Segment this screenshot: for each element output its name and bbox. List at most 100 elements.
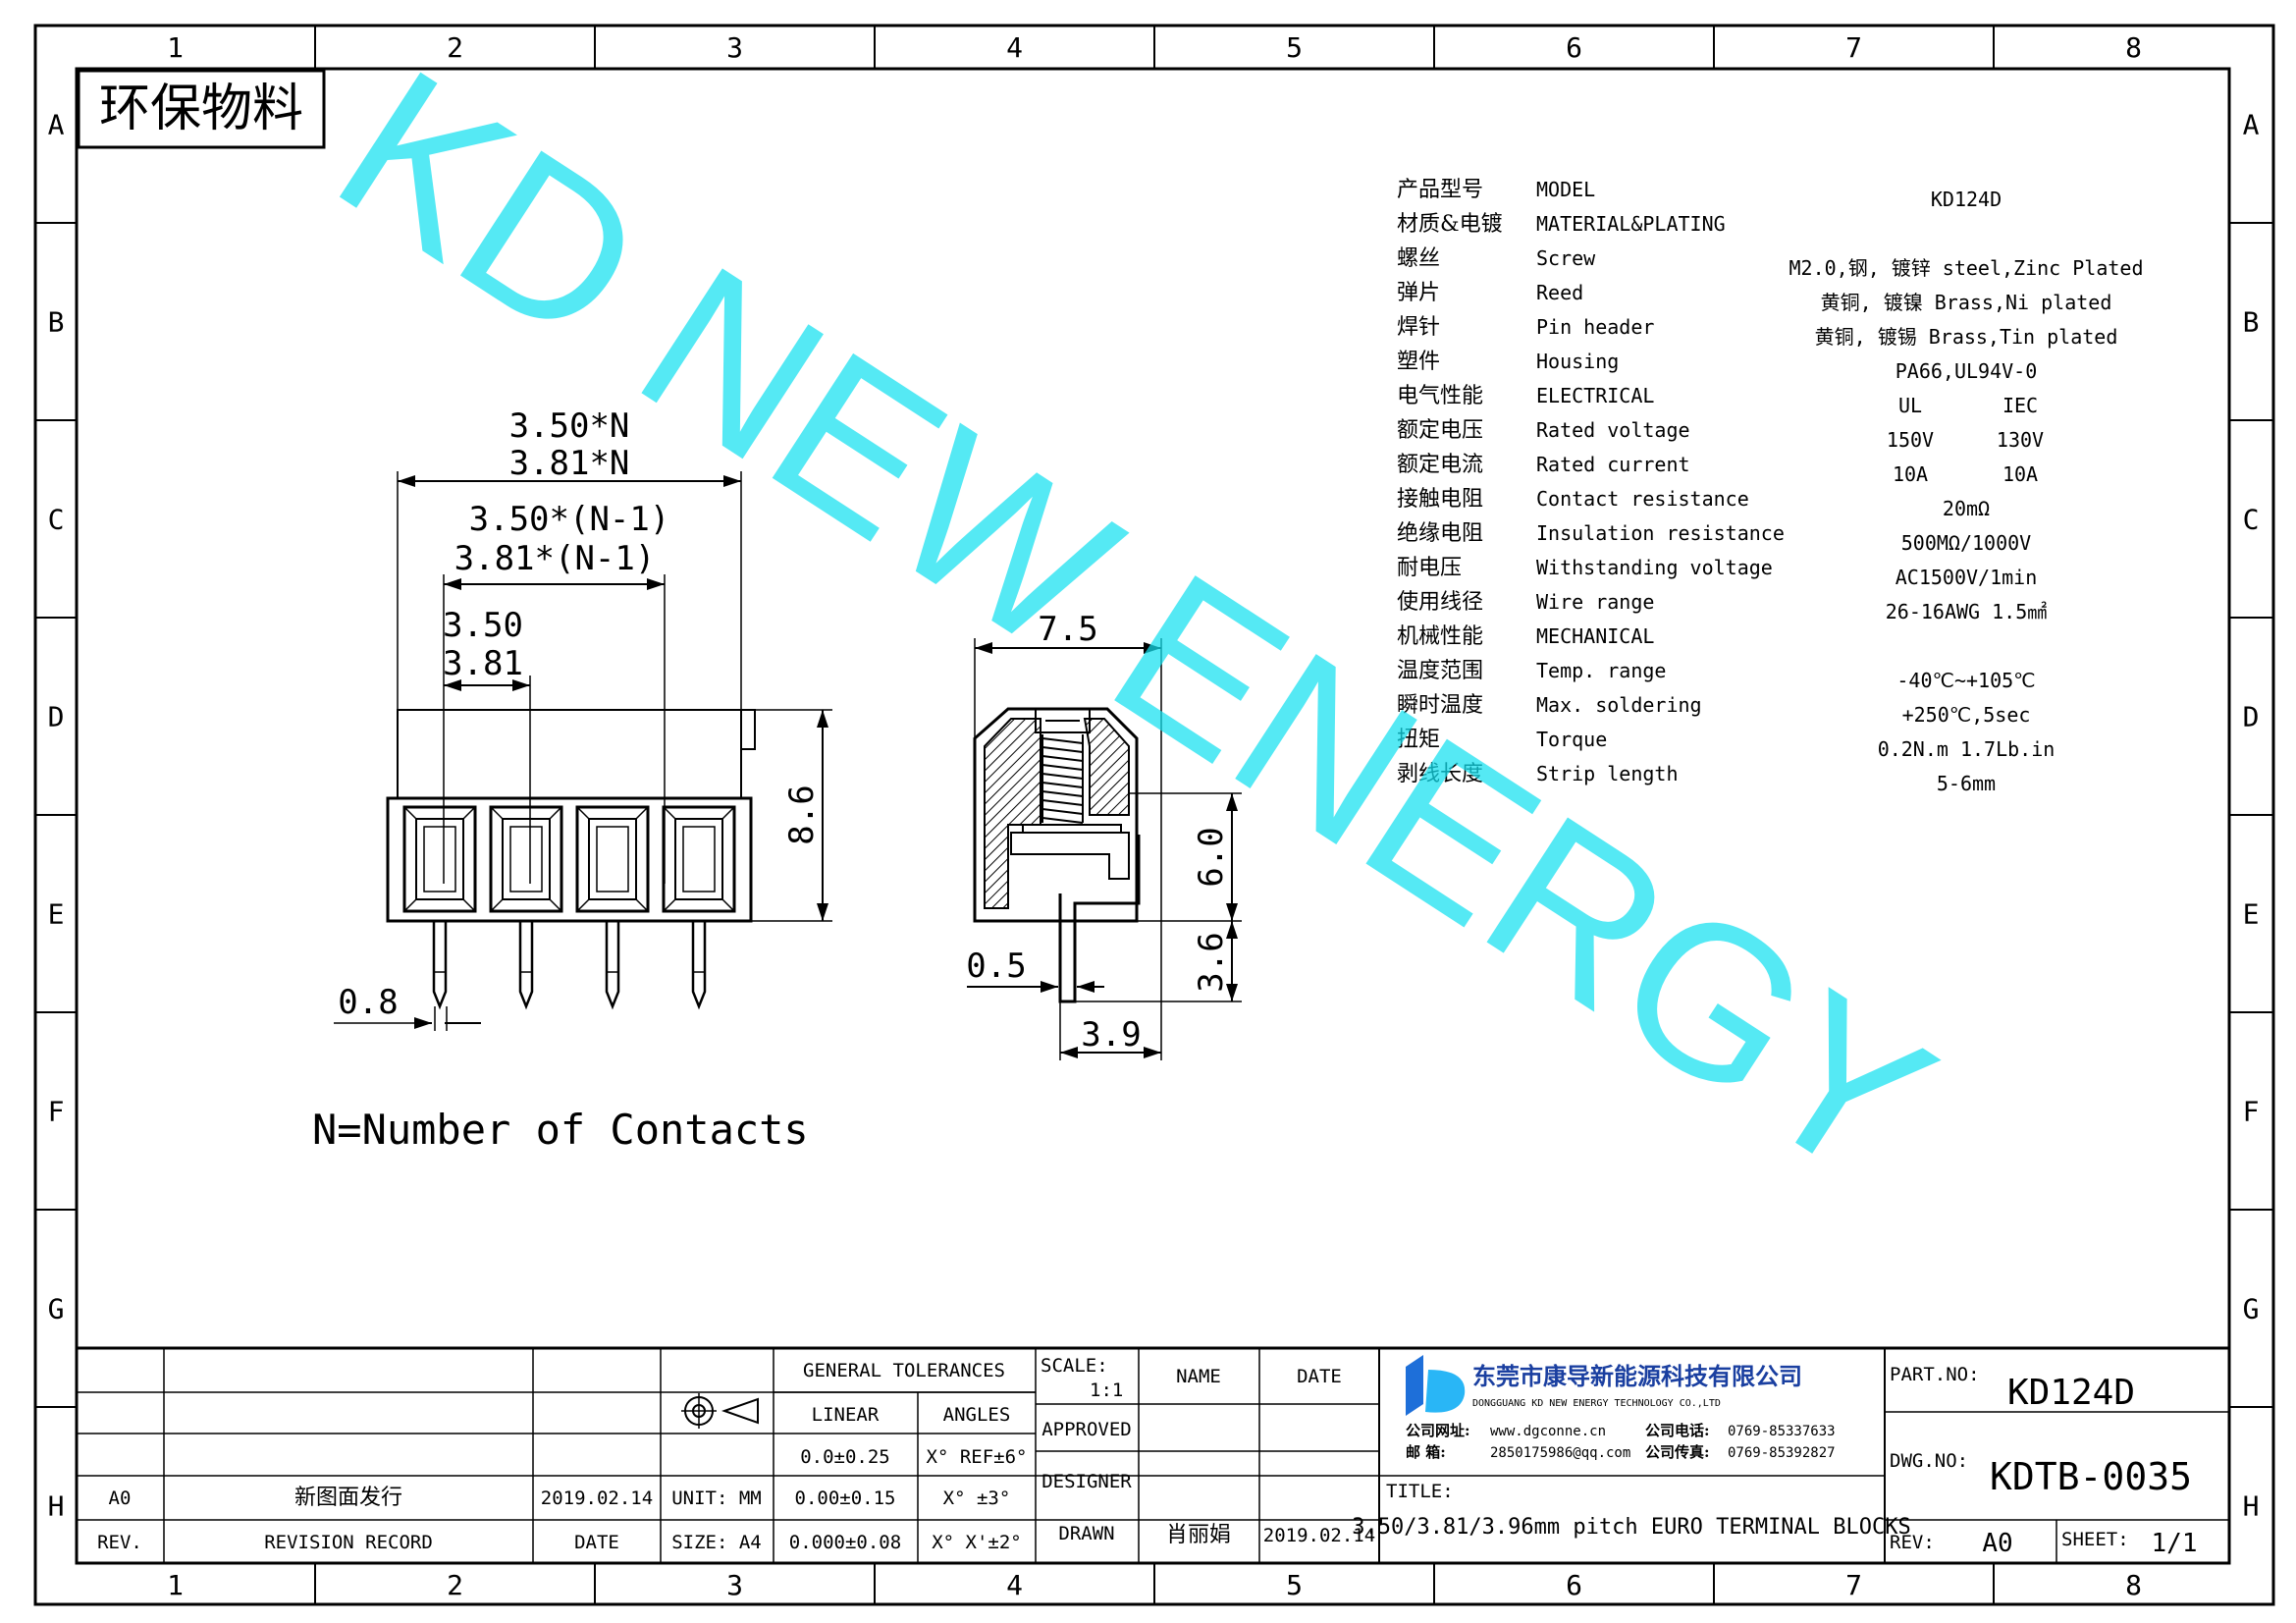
spec-value: AC1500V/1min bbox=[1896, 566, 2038, 589]
spec-label-cn: 扭矩 bbox=[1397, 728, 1440, 752]
spec-label-cn: 耐电压 bbox=[1397, 556, 1462, 580]
spec-value-iec: 10A bbox=[2002, 462, 2038, 486]
solder-pin bbox=[691, 921, 707, 1010]
eco-material-stamp: 环保物料 bbox=[77, 69, 326, 149]
row-marker-D-left: D bbox=[48, 701, 65, 733]
spec-label-cn: 瞬时温度 bbox=[1397, 693, 1483, 718]
company-logo-icon bbox=[1406, 1355, 1466, 1416]
contacts-note: N=Number of Contacts bbox=[312, 1106, 809, 1154]
solder-pin bbox=[432, 921, 448, 1010]
spec-label-en: MATERIAL&PLATING bbox=[1536, 212, 1726, 236]
column-marker-2-bottom: 2 bbox=[447, 1569, 463, 1601]
tol-linear-1: 0.0±0.25 bbox=[800, 1446, 890, 1468]
tol-angle-2: X° ±3° bbox=[943, 1488, 1011, 1509]
part-number: KD124D bbox=[2007, 1373, 2135, 1413]
approved-label: APPROVED bbox=[1041, 1419, 1132, 1440]
spec-label-en: Pin header bbox=[1536, 315, 1654, 339]
spec-value: KD124D bbox=[1931, 188, 2002, 211]
stamp-text: 环保物料 bbox=[99, 80, 303, 138]
dim-overall-350: 3.50*N bbox=[509, 406, 630, 446]
spec-label-en: Rated current bbox=[1536, 453, 1690, 476]
row-marker-F-right: F bbox=[2243, 1096, 2260, 1128]
column-marker-1-top: 1 bbox=[167, 31, 184, 64]
spec-label-en: ELECTRICAL bbox=[1536, 384, 1654, 407]
spec-label-cn: 电气性能 bbox=[1397, 384, 1483, 408]
column-marker-2-top: 2 bbox=[447, 31, 463, 64]
tel-label: 公司电话: bbox=[1645, 1422, 1710, 1439]
contact-pocket bbox=[402, 805, 477, 913]
title-block: A0 新图面发行 2019.02.14 REV. REVISION RECORD… bbox=[77, 1346, 2229, 1563]
row-marker-G-left: G bbox=[48, 1293, 65, 1325]
spec-label-cn: 绝缘电阻 bbox=[1397, 521, 1483, 546]
dim-pitch-350: 3.50 bbox=[443, 606, 523, 645]
company-name-en: DONGGUANG KD NEW ENERGY TECHNOLOGY CO.,L… bbox=[1472, 1398, 1721, 1409]
rev-desc: 新图面发行 bbox=[294, 1486, 402, 1510]
spec-row: 额定电流 Rated current 10A 10A bbox=[1397, 453, 2038, 486]
column-marker-5-top: 5 bbox=[1286, 31, 1303, 64]
web-label: 公司网址: bbox=[1406, 1422, 1470, 1439]
spec-value-ul: 150V bbox=[1887, 428, 1934, 452]
dim-height: 8.6 bbox=[782, 784, 822, 844]
spec-label-en: Temp. range bbox=[1536, 659, 1666, 682]
dim-side-height: 6.0 bbox=[1192, 827, 1231, 887]
rev-label: REV: bbox=[1890, 1532, 1935, 1553]
spec-value-iec: IEC bbox=[2002, 394, 2038, 417]
tol-head: GENERAL TOLERANCES bbox=[803, 1360, 1005, 1381]
spec-label-cn: 材质&电镀 bbox=[1397, 212, 1503, 237]
spec-value: M2.0,钢, 镀锌 steel,Zinc Plated bbox=[1789, 256, 2143, 280]
dwg-number: KDTB-0035 bbox=[1990, 1455, 2192, 1498]
spec-value: 0.2N.m 1.7Lb.in bbox=[1878, 737, 2056, 761]
row-marker-B-right: B bbox=[2243, 306, 2260, 339]
projection-symbol-icon bbox=[681, 1393, 759, 1429]
drawn-date: 2019.02.14 bbox=[1263, 1525, 1375, 1546]
tol-angle-1: X° REF±6° bbox=[927, 1446, 1028, 1468]
fax-value: 0769-85392827 bbox=[1728, 1445, 1836, 1461]
dim-span-350: 3.50*(N-1) bbox=[469, 500, 670, 539]
sheet-label: SHEET: bbox=[2061, 1529, 2129, 1550]
column-marker-4-top: 4 bbox=[1006, 31, 1023, 64]
spec-label-en: Contact resistance bbox=[1536, 487, 1749, 511]
tol-angle-3: X° X'±2° bbox=[932, 1532, 1022, 1553]
spec-row: 电气性能 ELECTRICAL UL IEC bbox=[1397, 384, 2038, 417]
rev-value: A0 bbox=[1982, 1529, 2012, 1558]
spec-label-cn: 螺丝 bbox=[1397, 246, 1440, 271]
contact-pocket bbox=[575, 805, 650, 913]
spec-label-en: Max. soldering bbox=[1536, 693, 1702, 717]
spec-label-cn: 额定电流 bbox=[1397, 453, 1483, 477]
column-marker-6-bottom: 6 bbox=[1566, 1569, 1582, 1601]
spec-label-en: Wire range bbox=[1536, 590, 1654, 614]
date-col-head: DATE bbox=[1297, 1366, 1342, 1387]
spec-label-cn: 产品型号 bbox=[1397, 178, 1483, 202]
side-view: 7.5 6.0 3.6 0.5 3.9 bbox=[966, 610, 1242, 1060]
spec-value: PA66,UL94V-0 bbox=[1896, 359, 2038, 383]
contact-pocket bbox=[489, 805, 563, 913]
rev-date: 2019.02.14 bbox=[541, 1488, 653, 1509]
size-label: SIZE: A4 bbox=[671, 1532, 762, 1553]
spec-label-cn: 接触电阻 bbox=[1397, 487, 1483, 512]
row-marker-C-right: C bbox=[2243, 504, 2260, 536]
spec-value: 26-16AWG 1.5㎟ bbox=[1886, 600, 2048, 623]
scale-value: 1:1 bbox=[1090, 1380, 1123, 1401]
column-marker-8-bottom: 8 bbox=[2125, 1569, 2142, 1601]
solder-pin bbox=[518, 921, 534, 1010]
spec-label-cn: 额定电压 bbox=[1397, 418, 1483, 443]
dim-pin-thickness: 0.5 bbox=[966, 947, 1026, 986]
spec-value-ul: UL bbox=[1898, 394, 1922, 417]
name-head: NAME bbox=[1176, 1366, 1221, 1387]
dim-overall-381: 3.81*N bbox=[509, 444, 630, 483]
company-name-cn: 东莞市康导新能源科技有限公司 bbox=[1472, 1362, 1802, 1390]
dim-pin-offset: 3.9 bbox=[1081, 1015, 1141, 1055]
spec-value-ul: 10A bbox=[1893, 462, 1928, 486]
spec-label-cn: 焊针 bbox=[1397, 315, 1440, 340]
rev-code: A0 bbox=[109, 1488, 132, 1509]
